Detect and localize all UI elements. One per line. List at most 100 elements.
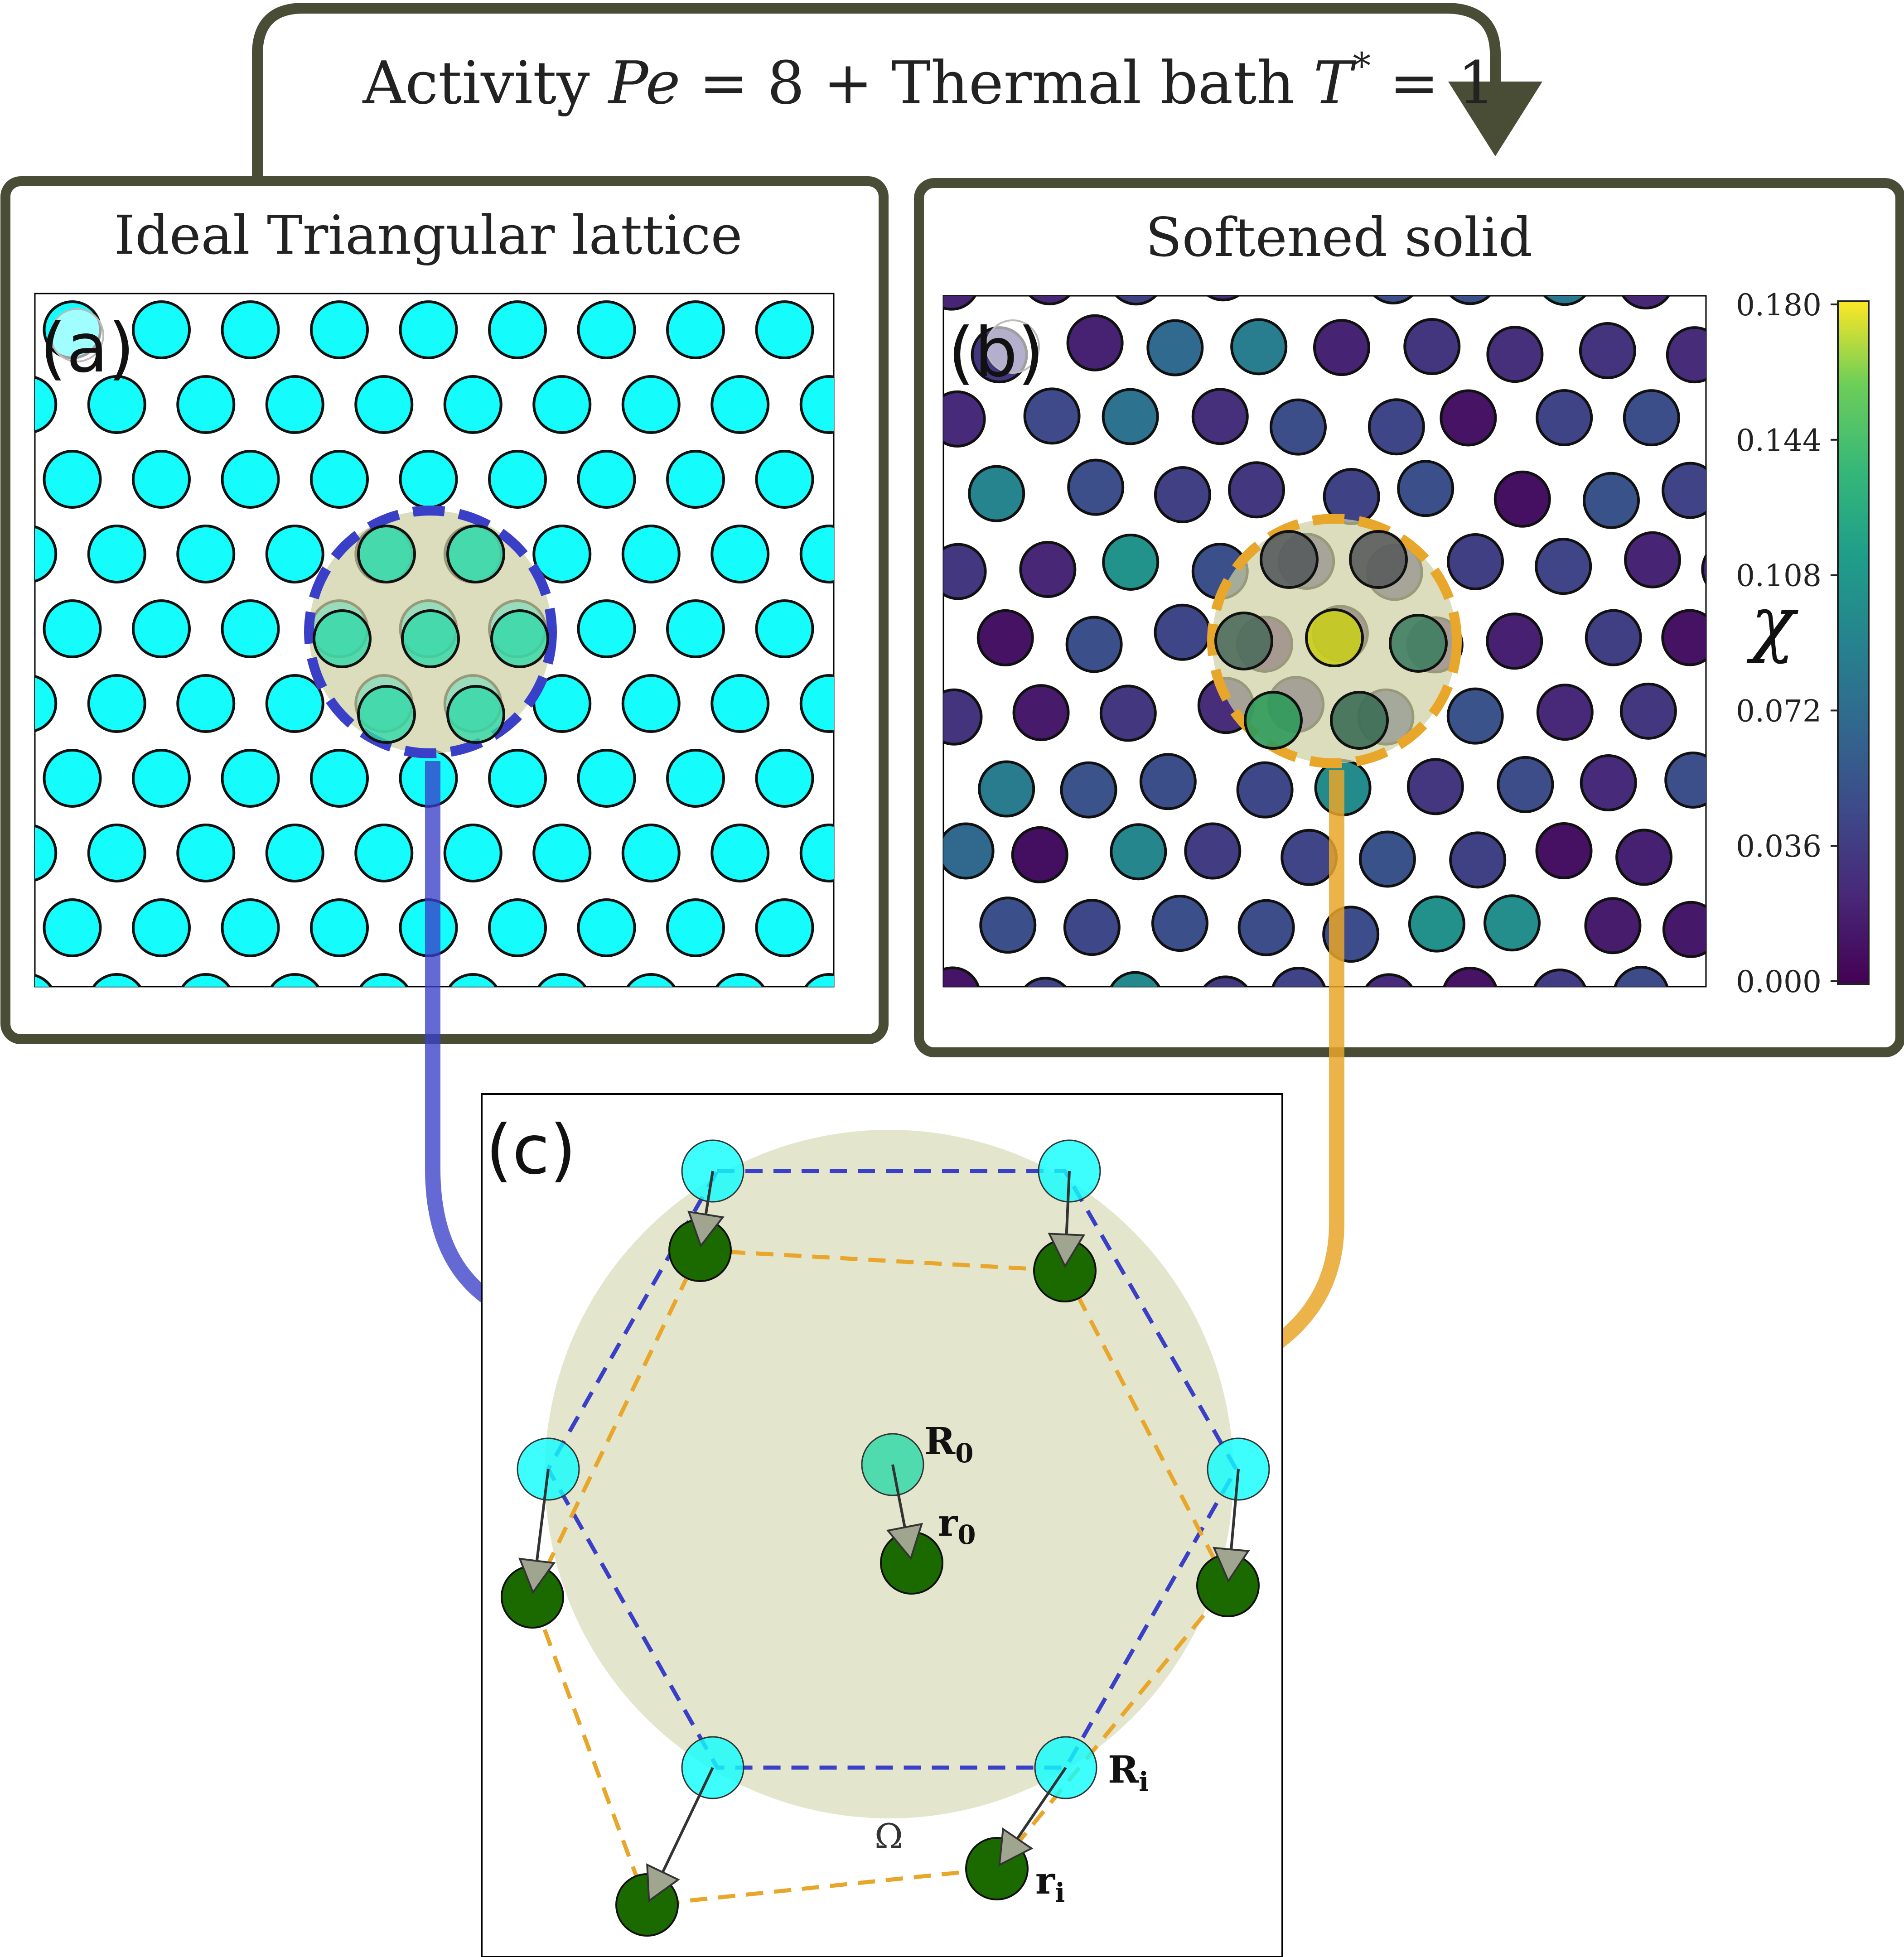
softened-particle [1271,966,1326,987]
label-Ri: Ri [1108,1748,1149,1797]
softened-particle [968,465,1025,522]
softened-particle [1621,296,1670,310]
softened-particle [1028,296,1071,305]
softened-particle [943,543,987,600]
displacement-arrow [1011,1767,1067,1847]
softened-particle [1446,687,1504,745]
selected-particle [446,525,505,583]
panel-b-label: (b) [948,313,1044,392]
lattice-particle [532,375,592,434]
displacement-arrowhead [886,1523,923,1561]
softened-particle [1580,754,1637,812]
lattice-particle [577,300,636,359]
lattice-particle [354,824,414,882]
softened-particle [1011,826,1068,883]
lattice-particle [710,824,770,882]
softened-particle [943,966,980,987]
lattice-particle [666,450,725,509]
softened-particle [1543,296,1587,306]
lattice-particle [43,749,102,808]
displacement-arrowhead [646,1863,680,1903]
ideal-lattice [35,300,834,987]
colorbar-tick-label: 0.036 [1736,829,1822,864]
lattice-particle [43,898,102,957]
lattice-particle [799,674,834,733]
lattice-particle [448,973,498,987]
softened-lattice [943,296,1706,987]
softened-particle [1358,830,1416,888]
lattice-particle [87,525,146,583]
softened-particle [1623,389,1680,447]
lattice-particle [43,450,102,509]
softened-particle [1372,296,1414,305]
softened-particle [1585,609,1642,666]
colorbar-tick-label: 0.000 [1736,964,1822,999]
lattice-particle [176,525,236,583]
softened-particle [1067,458,1125,516]
selected-particle [446,685,505,744]
lattice-particle [221,749,280,808]
lattice-particle [488,749,547,808]
colorbar-tick-label: 0.180 [1736,288,1822,323]
softened-particle [1228,461,1285,519]
lattice-particle [35,675,58,733]
lattice-particle [488,300,547,359]
lattice-particle [666,749,725,808]
lattice-particle [799,375,834,434]
lattice-particle [666,300,725,359]
softened-particle [1583,472,1640,529]
lattice-particle [666,898,725,957]
lattice-particle [755,599,814,658]
lattice-particle [621,525,681,583]
lattice-particle [221,300,280,359]
softened-particle [1535,822,1593,880]
softened-particle [1368,398,1425,456]
lattice-particle [221,450,280,509]
softened-particle [1484,894,1541,952]
lattice-particle [710,375,770,434]
lattice-particle [132,749,191,808]
lattice-particle [577,749,636,808]
lattice-particle [92,973,142,987]
displacement-arrow [1229,1469,1240,1559]
lattice-particle [443,824,503,882]
lattice-particle [488,450,547,509]
softened-particle [1019,541,1077,598]
softened-particle [1615,829,1673,886]
softened-particle [1065,616,1123,673]
lattice-particle [132,599,191,658]
displacement-arrowhead [1048,1233,1086,1268]
softened-particle [1236,761,1294,819]
lattice-particle [35,525,58,583]
softened-particle [1584,897,1642,954]
top-caption: Activity Pe = 8 + Thermal bath T* = 1 [362,45,1495,117]
panel-a-label: (a) [40,309,135,388]
softened-particle [1535,538,1592,595]
lattice-particle [176,674,236,733]
softened-particle [943,822,995,880]
selected-particle [490,609,549,668]
label-highlight-circle [50,308,104,362]
lattice-particle [577,599,636,658]
lattice-particle [755,450,814,509]
lattice-particle [532,525,592,583]
lattice-particle [265,674,324,733]
softened-particle [1408,895,1465,953]
softened-particle [1443,967,1498,987]
softened-particle [1497,756,1554,813]
softened-particle [1365,973,1413,987]
lattice-particle [265,375,324,434]
selected-particle [357,525,416,583]
lattice-particle [715,973,765,987]
lattice-particle [35,824,58,882]
softened-particle [1154,603,1211,661]
selected-particle [313,609,372,668]
selected-particle [1330,691,1389,750]
lattice-particle [132,450,191,509]
softened-particle [1486,612,1543,670]
label-r0: r0 [938,1501,976,1550]
colorbar-tick-label: 0.108 [1736,559,1822,593]
softened-particle [1066,314,1124,371]
lattice-particle [399,450,458,509]
